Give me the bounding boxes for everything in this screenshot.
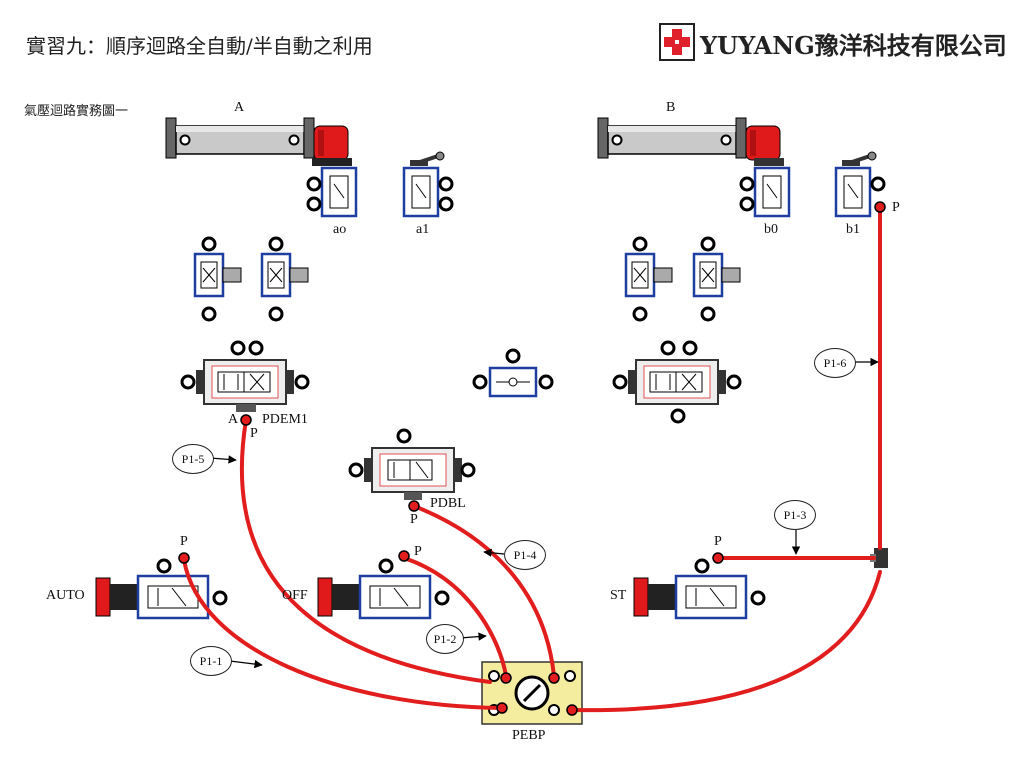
button-off-label: OFF	[282, 588, 308, 603]
manifold-pebp-label: PEBP	[512, 728, 546, 743]
tube-p1-2-callout: P1-2	[426, 624, 464, 654]
flow-valve-a-right	[260, 236, 309, 322]
valve-pdem1	[180, 340, 310, 412]
tube-p1-5-callout: P1-5	[172, 444, 214, 474]
limit-valve-a0	[306, 158, 358, 218]
port-p-off: P	[414, 544, 422, 559]
valve-b-main	[612, 340, 742, 424]
tube-p1-2	[402, 556, 508, 678]
flow-valve-a-left	[193, 236, 242, 322]
limit-valve-a1	[402, 151, 454, 218]
brand-name: YUYANG豫洋科技有限公司	[700, 31, 1007, 60]
flow-valve-b-right	[692, 236, 741, 322]
port-p-auto: P	[180, 534, 188, 549]
valve-pdbl	[348, 428, 476, 500]
port-p-b1: P	[892, 200, 900, 215]
limit-valve-b0	[739, 166, 791, 218]
button-auto-label: AUTO	[46, 588, 85, 603]
port-p-st: P	[714, 534, 722, 549]
diagram-subtitle: 氣壓迴路實務圖一	[24, 104, 129, 119]
port-p-pdem1: P	[250, 426, 258, 441]
shuttle-valve	[472, 348, 554, 398]
page-title: 實習九：順序迴路全自動/半自動之利用	[26, 34, 373, 58]
pushbutton-off	[317, 558, 450, 620]
callout-arrows	[209, 357, 879, 669]
pushbutton-st	[633, 558, 766, 620]
tube-network	[182, 206, 882, 713]
limit-valve-a0-label: ao	[333, 222, 347, 237]
limit-valve-b1-label: b1	[846, 222, 860, 237]
tube-p1-5	[239, 418, 492, 684]
limit-valve-b0-label: b0	[764, 222, 778, 237]
tube-p1-4	[412, 504, 556, 678]
manifold-pebp	[481, 661, 583, 725]
valve-pdem1-label: PDEM1	[262, 412, 308, 427]
valve-pdem1-port-a: A	[228, 412, 239, 427]
cylinder-b-label: B	[666, 100, 676, 115]
tube-p1-6-callout: P1-6	[814, 348, 856, 378]
cylinder-b	[597, 117, 784, 166]
cylinder-a-label: A	[234, 100, 245, 115]
limit-valve-b1	[834, 151, 886, 218]
port-dots	[178, 201, 886, 716]
valve-pdbl-label: PDBL	[430, 496, 466, 511]
flow-valve-b-left	[624, 236, 673, 322]
tube-p1-7	[572, 570, 882, 713]
tube-p1-3-callout: P1-3	[774, 500, 816, 530]
limit-valve-a1-label: a1	[416, 222, 430, 237]
tube-p1-1-callout: P1-1	[190, 646, 232, 676]
red-cross-logo-icon	[659, 23, 695, 61]
tube-p1-1	[182, 558, 504, 710]
button-st-label: ST	[610, 588, 627, 603]
tube-p1-4-callout: P1-4	[504, 540, 546, 570]
port-p-pdbl: P	[410, 512, 418, 527]
